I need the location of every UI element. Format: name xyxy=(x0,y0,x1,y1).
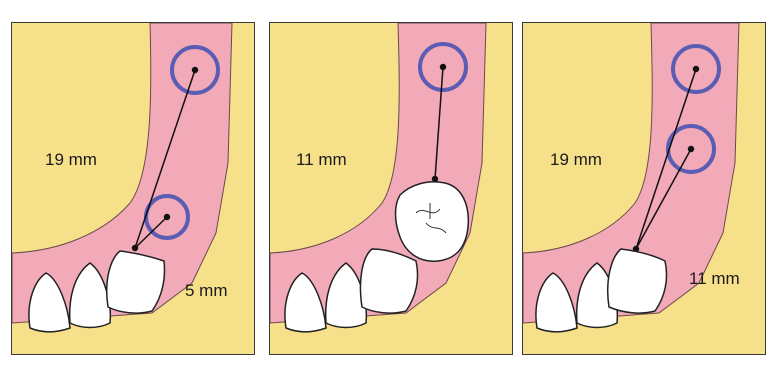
lower-measurement-label: 5 mm xyxy=(185,281,228,301)
anchor-point xyxy=(432,176,438,182)
point-upper xyxy=(693,66,699,72)
panel-3-illustration xyxy=(523,23,766,355)
lower-measurement-label: 11 mm xyxy=(689,269,740,289)
upper-measurement-label: 19 mm xyxy=(550,150,602,170)
upper-measurement-label: 19 mm xyxy=(45,150,97,170)
anchor-point xyxy=(132,245,138,251)
panel-3: 19 mm 11 mm xyxy=(522,22,766,355)
point-lower xyxy=(164,214,170,220)
panel-1-illustration xyxy=(12,23,255,355)
tooth-3 xyxy=(608,249,667,313)
point-upper xyxy=(440,64,446,70)
tooth-3 xyxy=(360,249,417,313)
impacted-tooth xyxy=(396,182,469,262)
panel-1: 19 mm 5 mm xyxy=(11,22,255,355)
panel-2-illustration xyxy=(270,23,513,355)
panel-2: 11 mm xyxy=(269,22,513,355)
upper-measurement-label: 11 mm xyxy=(296,150,347,170)
point-middle xyxy=(688,146,694,152)
tooth-3 xyxy=(107,251,165,313)
point-upper xyxy=(192,67,198,73)
